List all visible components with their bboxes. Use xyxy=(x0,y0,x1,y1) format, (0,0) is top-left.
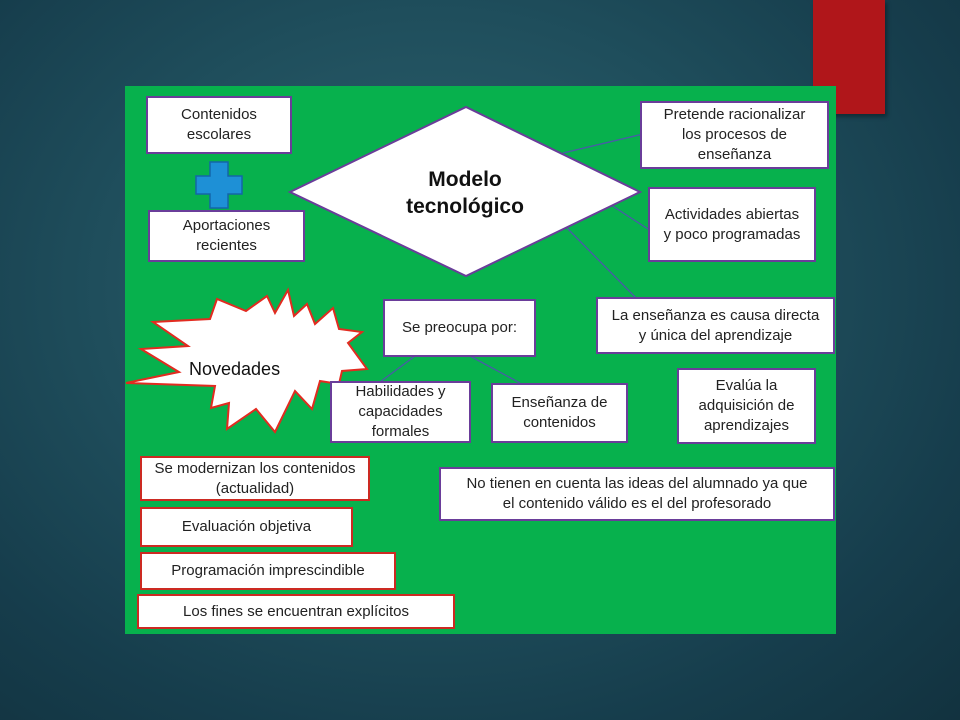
node-text-line: Aportaciones xyxy=(182,217,271,234)
node-text-line: formales xyxy=(371,423,430,440)
node-text-line: aprendizajes xyxy=(703,417,790,434)
node-pretende-racionalizar: Pretende racionalizar los procesos de ense… xyxy=(640,101,829,169)
node-contenidos-escolares: Contenidos escolares xyxy=(146,96,292,154)
diagram-canvas: Modelo tecnológico Novedades Contenidos e… xyxy=(125,86,836,634)
connector-line xyxy=(469,355,521,384)
node-text-line: Contenidos xyxy=(181,106,257,123)
node-text-line: y poco programadas xyxy=(663,225,801,243)
plus-icon xyxy=(195,161,243,209)
node-text-line: los procesos de xyxy=(681,126,788,143)
node-text-line: Los fines se encuentran explícitos xyxy=(183,602,409,620)
node-text-line: Pretende racionalizar xyxy=(663,106,806,123)
novedades-label: Novedades xyxy=(189,359,281,379)
connector-line xyxy=(379,355,416,383)
novedades-starburst xyxy=(125,287,369,434)
connector-line xyxy=(562,133,644,154)
node-ensenanza-causa: La enseñanza es causa directa y única del… xyxy=(596,297,835,354)
node-habilidades: Habilidades y capacidades formales xyxy=(330,381,471,443)
node-text-line: contenidos xyxy=(523,414,596,431)
connector-line xyxy=(607,202,652,232)
node-evalua-adquisicion: Evalúa la adquisición de aprendizajes xyxy=(677,368,816,444)
node-text-line: capacidades xyxy=(358,403,443,420)
connector-lines xyxy=(125,105,652,434)
node-text-line: escolares xyxy=(186,126,252,143)
node-text-line: No tienen en cuenta las ideas del alumna… xyxy=(466,475,808,492)
node-text-line: Se preocupa por: xyxy=(401,319,518,336)
node-no-tienen-en-cuenta: No tienen en cuenta las ideas del alumna… xyxy=(439,467,835,521)
node-ensenanza-contenidos: Enseñanza de contenidos xyxy=(491,383,628,443)
diagram-center-diamond xyxy=(287,105,643,278)
node-text-line: recientes xyxy=(196,237,257,254)
novedad-item-programacion: Programación imprescindible xyxy=(140,552,396,590)
node-text-line: el contenido válido es el del profesorad… xyxy=(502,495,772,512)
novedad-item-fines: Los fines se encuentran explícitos xyxy=(137,594,455,629)
node-text-line: (actualidad) xyxy=(215,479,295,497)
node-text-line: enseñanza xyxy=(697,146,772,163)
node-aportaciones-recientes: Aportaciones recientes xyxy=(148,210,305,262)
node-text-line: Evalúa la xyxy=(715,377,778,394)
node-actividades-abiertas: Actividades abiertas y poco programadas xyxy=(648,187,816,262)
node-text-line: y única del aprendizaje xyxy=(638,326,793,344)
node-text-line: Evaluación objetiva xyxy=(181,518,312,535)
node-text-line: Enseñanza de xyxy=(511,394,608,411)
center-node-label: Modelo tecnológico xyxy=(385,166,545,220)
novedad-item-modernizan: Se modernizan los contenidos (actualidad) xyxy=(140,456,370,501)
node-text-line: Se modernizan los contenidos xyxy=(154,459,356,477)
node-se-preocupa: Se preocupa por: xyxy=(383,299,536,357)
novedad-item-evaluacion: Evaluación objetiva xyxy=(140,507,353,547)
center-label-line: tecnológico xyxy=(406,195,524,218)
node-text-line: Actividades abiertas xyxy=(664,205,800,223)
center-label-line: Modelo xyxy=(428,168,502,191)
node-text-line: adquisición de xyxy=(698,397,795,414)
node-text-line: Habilidades y xyxy=(355,383,446,400)
connector-line xyxy=(564,225,638,300)
node-text-line: Programación imprescindible xyxy=(171,562,365,579)
node-text-line: La enseñanza es causa directa xyxy=(611,306,820,324)
